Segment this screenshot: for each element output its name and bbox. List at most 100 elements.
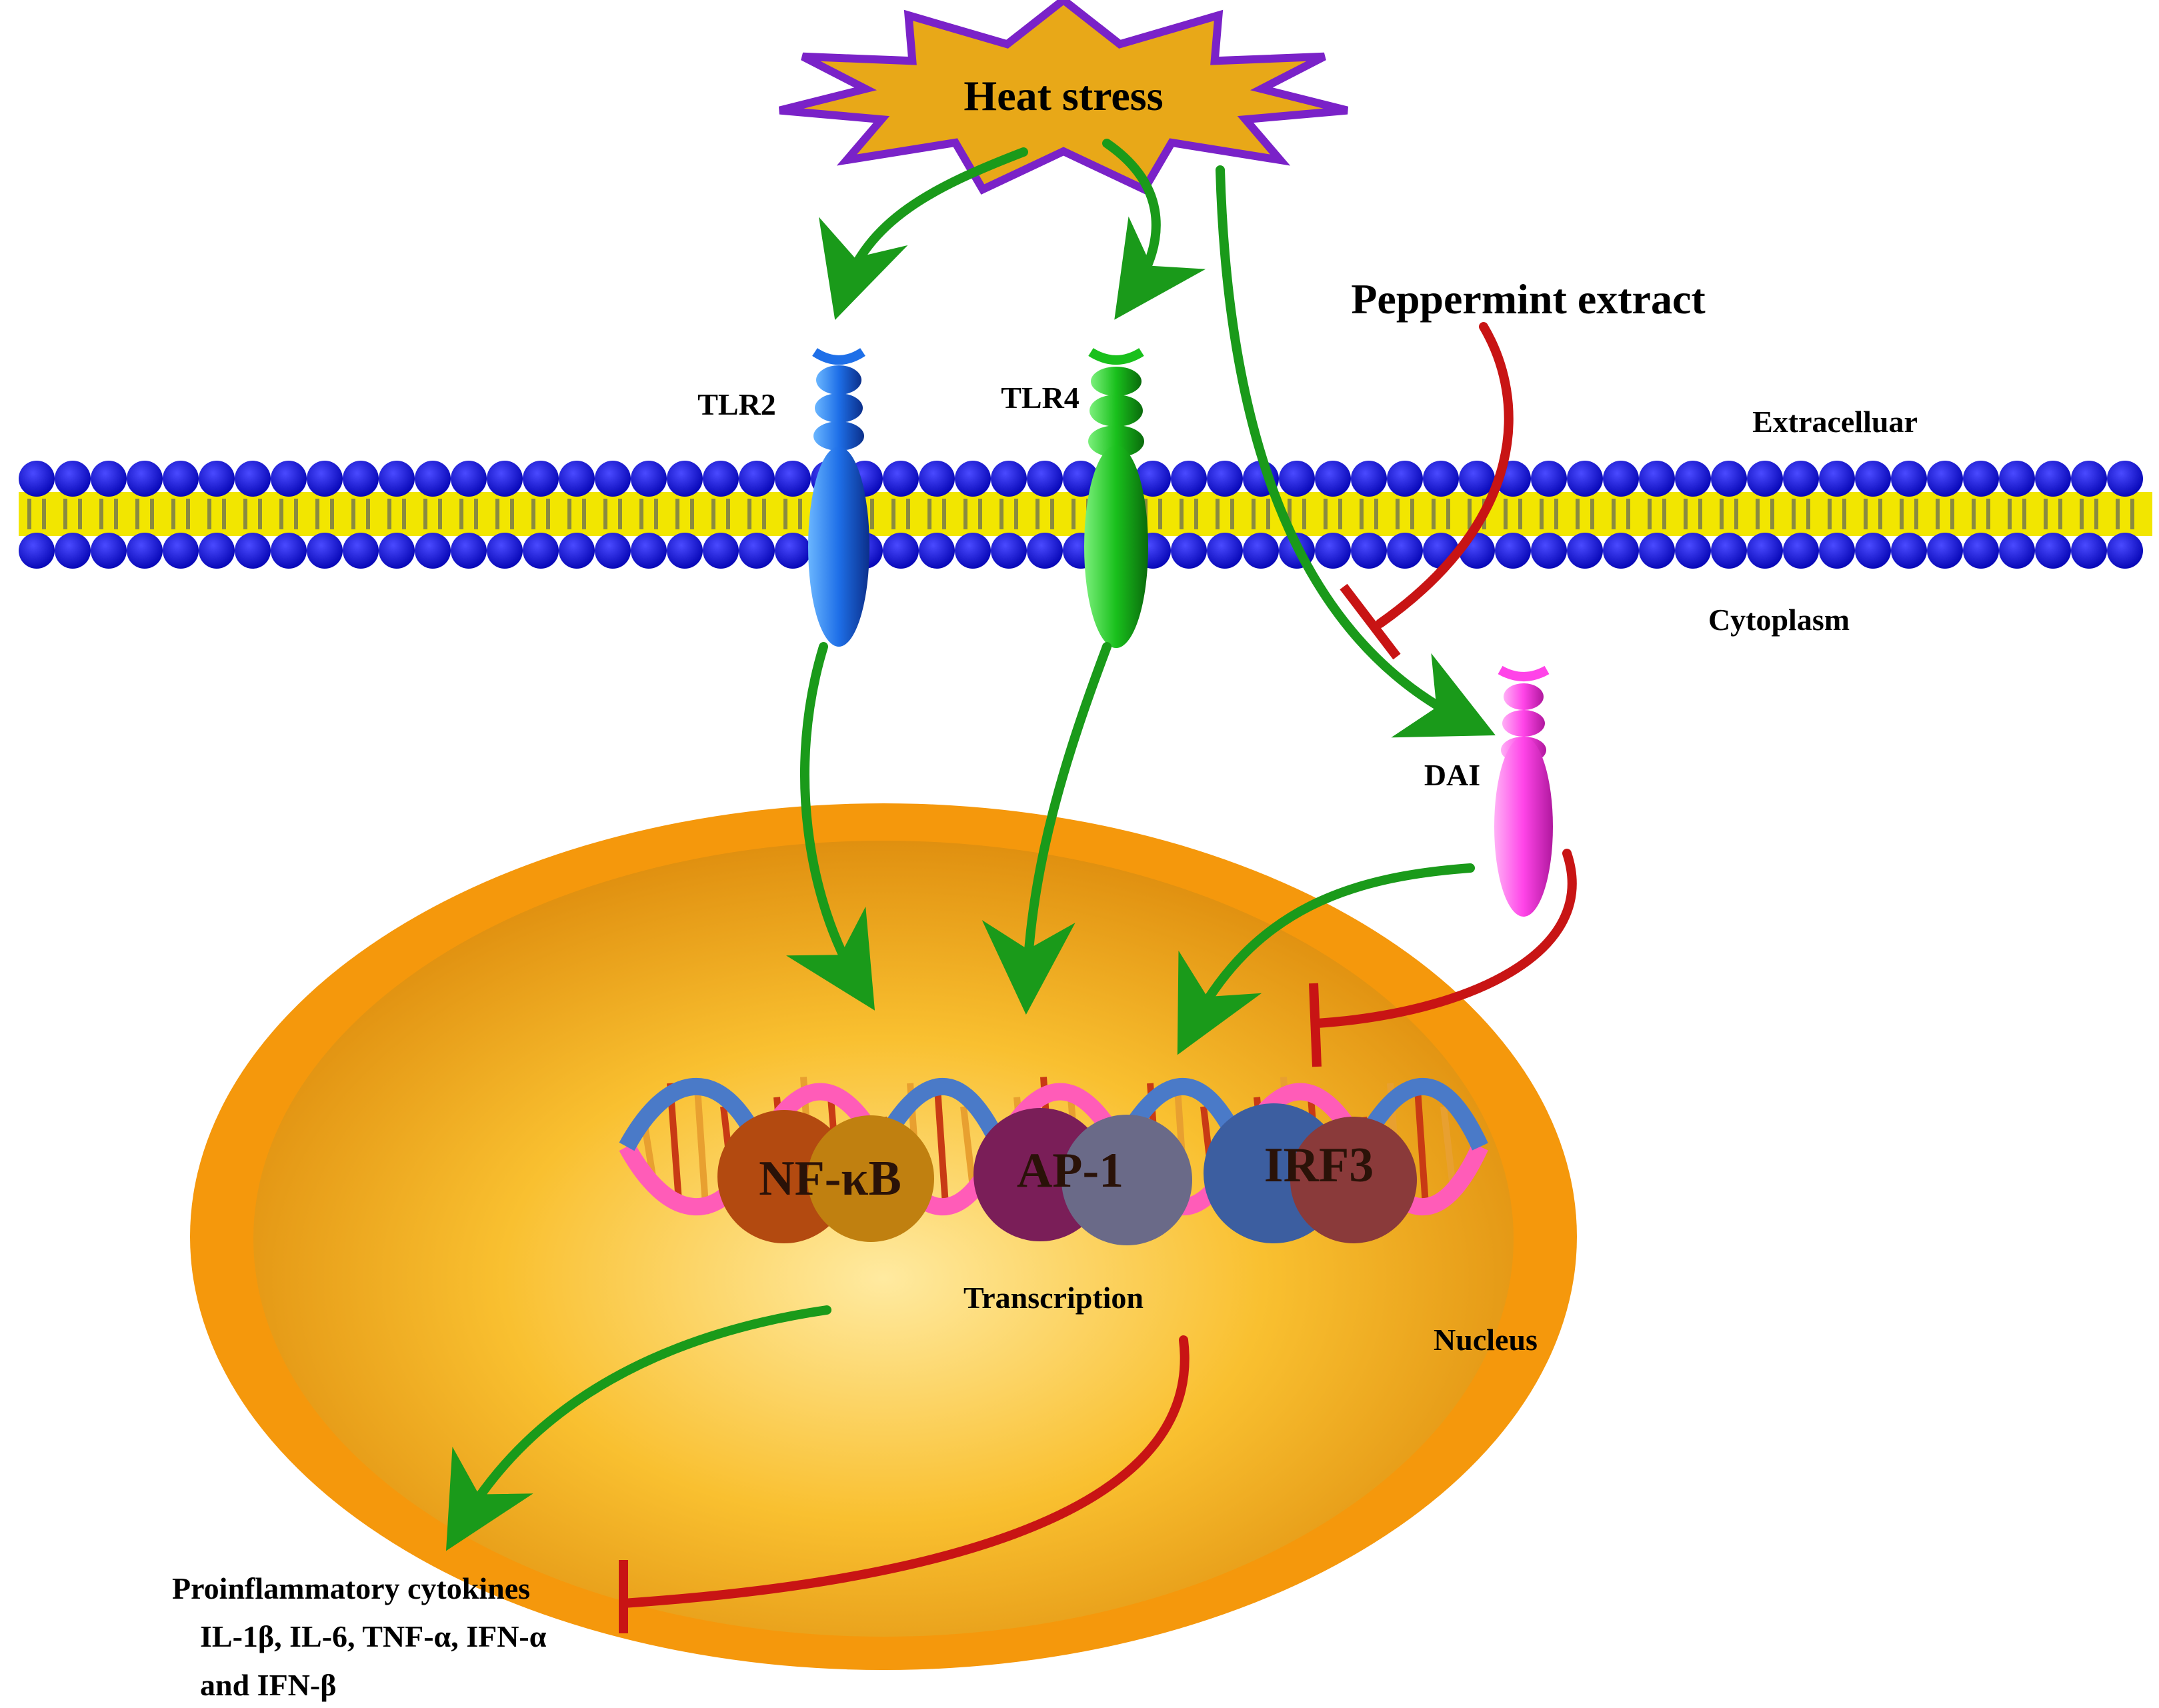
lipid-tail: [1756, 499, 1760, 529]
phospholipid-head: [1747, 461, 1783, 497]
arrow-heat-to-tlr2: [819, 147, 1028, 321]
phospholipid-head: [1855, 461, 1891, 497]
phospholipid-head: [1315, 533, 1351, 569]
dna-base-pair: [960, 1106, 976, 1187]
activation-arrows: [445, 139, 1496, 1551]
phospholipid-head: [991, 533, 1027, 569]
phospholipid-head: [1963, 461, 1999, 497]
phospholipid-head: [667, 533, 703, 569]
lipid-tail: [927, 499, 931, 529]
receptor-dai: [1494, 665, 1553, 917]
lipid-tail: [1986, 499, 1990, 529]
phospholipid-head: [1567, 461, 1603, 497]
lipid-tail: [402, 499, 406, 529]
tf-irf3: IRF3: [1204, 1103, 1417, 1243]
inhibit-peppermint-to-pathway: [1376, 322, 1514, 628]
lipid-tail: [258, 499, 262, 529]
phospholipid-head: [1783, 461, 1819, 497]
phospholipid-head: [1675, 533, 1711, 569]
phospholipid-head: [1531, 461, 1567, 497]
phospholipid-head: [1027, 461, 1063, 497]
lipid-tail: [423, 499, 427, 529]
inhibit-to-cytokines: [619, 1335, 1190, 1608]
phospholipid-head: [739, 533, 775, 569]
lipid-tail: [1914, 499, 1918, 529]
tlr4-tip: [1088, 347, 1144, 365]
dna-base-pair: [1440, 1106, 1456, 1187]
phospholipid-head: [1171, 461, 1207, 497]
phospholipid-head: [1459, 461, 1495, 497]
lipid-tail: [942, 499, 946, 529]
lipid-tail: [1720, 499, 1724, 529]
lipid-tail: [1540, 499, 1544, 529]
transcription-label: Transcription: [963, 1281, 1144, 1315]
lipid-tail: [243, 499, 247, 529]
lipid-tail: [1590, 499, 1594, 529]
arrow-tlr4-to-ap1: [981, 642, 1112, 1015]
receptor-tlr4: [1084, 347, 1148, 648]
lipid-tail: [1158, 499, 1162, 529]
phospholipid-head: [1567, 533, 1603, 569]
lipid-tail: [1194, 499, 1198, 529]
lipid-tail: [150, 499, 154, 529]
phospholipid-head: [631, 533, 667, 569]
phospholipid-head: [1999, 533, 2035, 569]
lipid-tail: [1014, 499, 1018, 529]
lipid-tail: [783, 499, 787, 529]
phospholipid-head: [1135, 461, 1171, 497]
lipid-tail: [546, 499, 550, 529]
lipid-tail: [978, 499, 982, 529]
lipid-tail: [1374, 499, 1378, 529]
dai-body: [1494, 737, 1553, 917]
lipid-tail: [351, 499, 355, 529]
tlr4-body: [1084, 445, 1148, 648]
lipid-tail: [2080, 499, 2084, 529]
phospholipid-head: [415, 533, 451, 569]
phospholipid-head: [2071, 533, 2107, 569]
phospholipid-head: [1171, 533, 1207, 569]
phospholipid-head: [739, 461, 775, 497]
phospholipid-head: [595, 461, 631, 497]
lipid-tail: [1734, 499, 1738, 529]
lipid-tail: [1396, 499, 1400, 529]
tf-nfkb-subunit-2: [807, 1115, 934, 1242]
phospholipid-head: [1423, 461, 1459, 497]
phospholipid-head: [1243, 533, 1279, 569]
lipid-tail: [1900, 499, 1904, 529]
phospholipid-head: [163, 461, 199, 497]
lipid-tail: [1698, 499, 1702, 529]
lipid-tail: [690, 499, 694, 529]
lipid-tail: [222, 499, 226, 529]
lipid-tail: [42, 499, 46, 529]
phospholipid-head: [1639, 461, 1675, 497]
arrow-heat-to-tlr4: [1102, 139, 1206, 320]
phospholipid-head: [2107, 461, 2143, 497]
lipid-tail: [1288, 499, 1292, 529]
phospholipid-head: [1819, 533, 1855, 569]
phospholipid-head: [55, 461, 91, 497]
tlr4-segment: [1091, 367, 1142, 396]
phospholipid-head: [235, 533, 271, 569]
phospholipid-head: [1639, 533, 1675, 569]
phospholipid-head: [955, 461, 991, 497]
heat-stress-node: Heat stress: [778, 0, 1349, 195]
lipid-tail: [1612, 499, 1616, 529]
cytoplasm-label: Cytoplasm: [1708, 603, 1850, 637]
nucleus-label: Nucleus: [1434, 1323, 1538, 1357]
lipid-tail: [1554, 499, 1558, 529]
lipid-tail: [207, 499, 211, 529]
extracellular-label: Extracelluar: [1752, 405, 1918, 439]
lipid-tail: [1806, 499, 1810, 529]
phospholipid-head: [1207, 461, 1243, 497]
lipid-tail: [582, 499, 586, 529]
phospholipid-head: [1891, 533, 1927, 569]
lipid-tail: [495, 499, 499, 529]
phospholipid-head: [127, 461, 163, 497]
phospholipid-head: [703, 461, 739, 497]
lipid-tail: [675, 499, 679, 529]
lipid-tail: [1302, 499, 1306, 529]
lipid-tail: [510, 499, 514, 529]
lipid-tail: [1035, 499, 1039, 529]
phospholipid-head: [1387, 533, 1423, 569]
lipid-tail: [2116, 499, 2120, 529]
